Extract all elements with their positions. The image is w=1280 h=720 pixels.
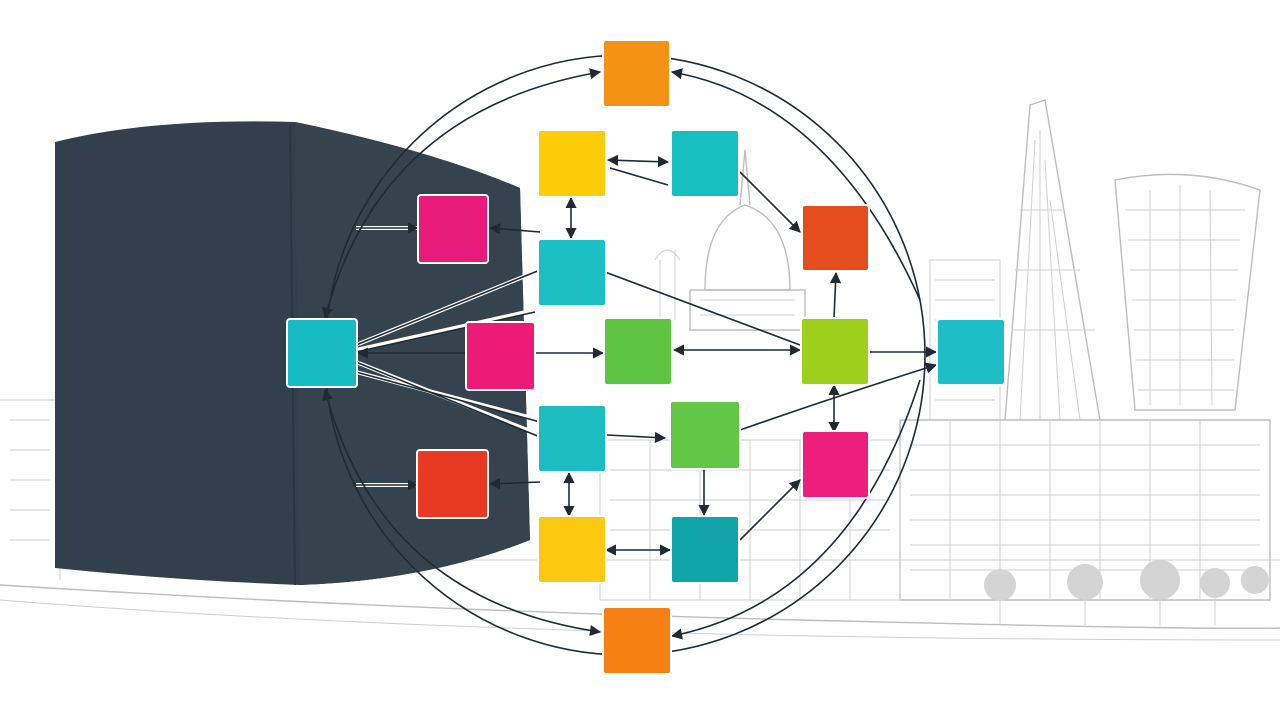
node-magenta-lower-right (801, 430, 870, 499)
node-magenta-upper (417, 194, 489, 264)
network-edges (322, 68, 938, 640)
node-teal-mid-upper (537, 238, 607, 307)
node-magenta-center (465, 321, 536, 391)
node-yellow-upper (537, 129, 607, 198)
node-orange-top (602, 39, 671, 108)
node-teal-mid-lower (537, 404, 607, 473)
node-yellow-lower (537, 515, 607, 584)
city-skyline-sketch (0, 99, 1280, 641)
node-teal-far-right (936, 318, 1006, 386)
node-red-lower (416, 449, 489, 519)
node-green-lower (669, 400, 741, 470)
node-green-center (603, 317, 673, 386)
node-redorange-right (801, 204, 870, 272)
node-lime-right (800, 317, 870, 386)
network-nodes (286, 39, 1006, 675)
node-dark-teal-lower (670, 515, 740, 584)
node-orange-bottom (602, 606, 672, 675)
node-teal-upper (670, 129, 740, 198)
node-teal-hub (286, 318, 358, 388)
